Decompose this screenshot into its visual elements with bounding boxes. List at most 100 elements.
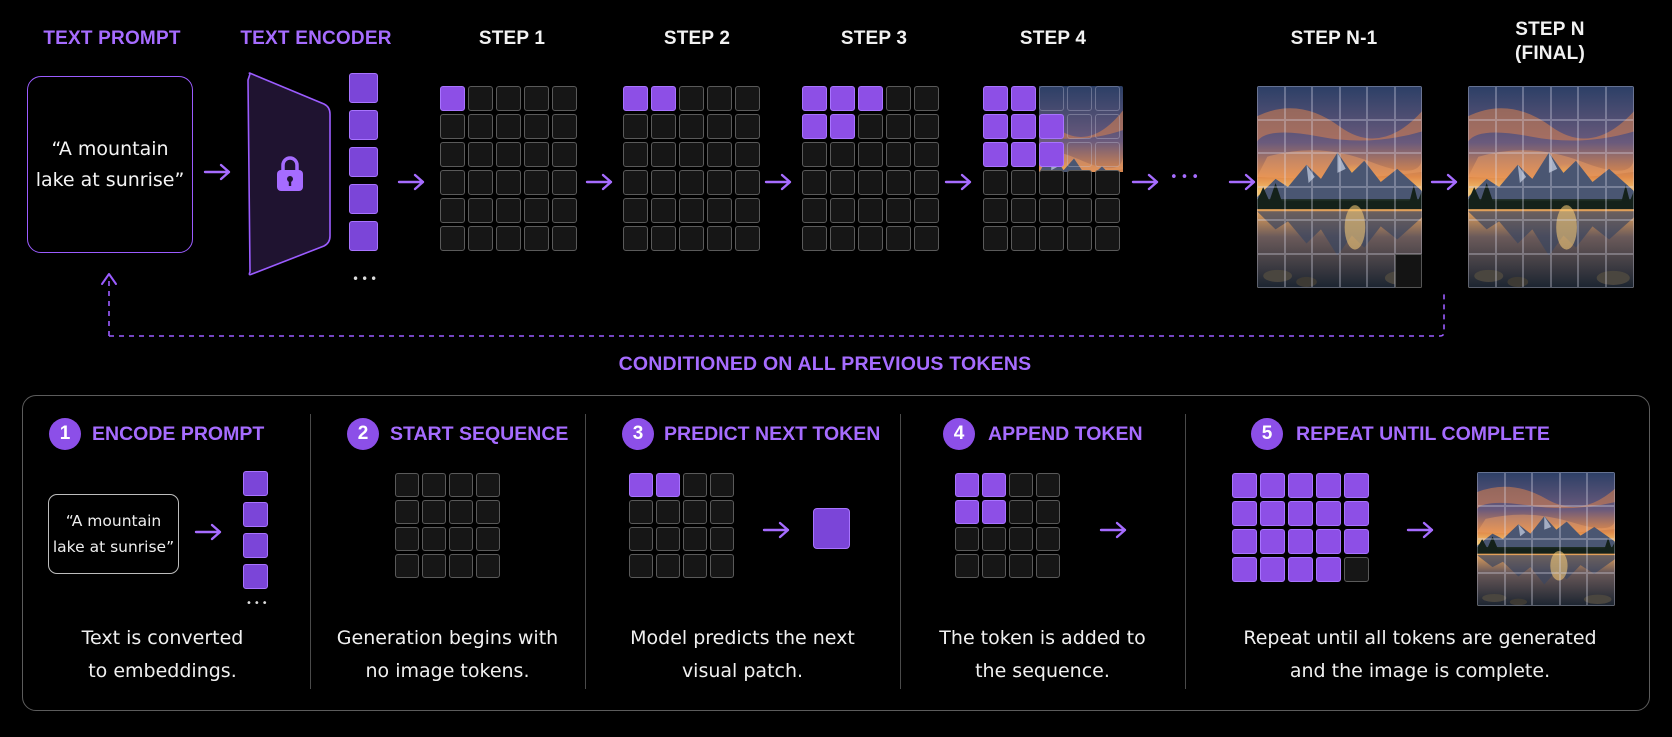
token-cell [1260,501,1285,526]
steps-panel [22,395,1650,711]
empty-cell [886,86,911,111]
empty-cell [707,114,732,139]
empty-cell [496,226,521,251]
token-cell [1316,557,1341,582]
empty-cell [623,114,648,139]
image-patch [1504,472,1533,506]
empty-cell [524,170,549,195]
arrow-right-icon [203,162,233,182]
image-patch [1468,119,1496,154]
image-patch [1587,505,1615,539]
empty-cell [1039,198,1064,223]
image-patch [1550,220,1579,254]
empty-cell [623,142,648,167]
token-cell [629,473,653,497]
image-patch [1394,220,1422,254]
empty-cell [476,500,500,524]
step-1-grid [440,86,577,251]
header-text-prompt: TEXT PROMPT [43,28,181,49]
image-patch [1532,572,1560,606]
empty-cell [1009,473,1033,497]
mini-prompt-line-2: lake at sunrise” [52,538,175,556]
append-grid [955,473,1060,578]
token-cell [1011,86,1036,111]
complete-image-overlay [1477,472,1615,606]
step-1-desc-line-1: Text is converted [81,627,244,649]
step-4-badge: 4 [943,418,975,450]
image-patch [1477,472,1505,506]
empty-cell [623,226,648,251]
empty-cell [683,554,707,578]
empty-cell [886,226,911,251]
image-patch [1605,86,1634,120]
empty-cell [1036,473,1060,497]
empty-cell [524,198,549,223]
empty-cell [422,473,446,497]
token-cell [1288,473,1313,498]
image-patch [1394,86,1422,120]
token-cell [1316,473,1341,498]
header-step-4: STEP 4 [1019,28,1087,49]
empty-cell [468,114,493,139]
empty-cell [1011,226,1036,251]
image-patch [1504,539,1533,573]
image-patch [1559,472,1588,506]
token-cell [802,114,827,139]
image-patch [1587,539,1615,573]
image-patch [1532,472,1560,506]
empty-cell [710,554,734,578]
step-5-desc-line-1: Repeat until all tokens are generated [1243,627,1597,649]
header-step-n: STEP N (FINAL) [1480,18,1620,66]
token-cell [1232,557,1257,582]
empty-cell [552,142,577,167]
image-patch [1605,186,1634,221]
conditioning-label: CONDITIONED ON ALL PREVIOUS TOKENS [618,353,1032,375]
image-patch [1339,153,1367,187]
image-patch [1339,186,1367,221]
prompt-line-1: “A mountain [51,137,169,160]
empty-cell [623,198,648,223]
image-patch [1495,119,1524,154]
embedding-token [349,147,378,177]
image-patch [1367,220,1395,254]
image-patch [1495,153,1524,187]
image-patch [1367,119,1395,154]
empty-cell [802,226,827,251]
empty-cell [629,554,653,578]
image-patch [1559,539,1588,573]
empty-cell [1067,170,1092,195]
token-cell [1288,557,1313,582]
empty-cell [1039,86,1064,111]
embedding-token [349,221,378,251]
image-patch [1367,186,1395,221]
step-n-final-image [1468,86,1634,288]
step-3-grid [802,86,939,251]
empty-cell [552,114,577,139]
empty-cell [476,554,500,578]
token-cell [858,86,883,111]
empty-cell [496,142,521,167]
empty-cell [710,500,734,524]
image-patch [1257,119,1285,154]
image-patch [1550,153,1579,187]
empty-cell [1009,500,1033,524]
empty-cell [679,114,704,139]
step-5-description: Repeat until all tokens are generated an… [1215,622,1625,688]
empty-cell [1011,198,1036,223]
empty-cell [707,86,732,111]
image-patch [1495,86,1524,120]
empty-cell [1095,86,1120,111]
empty-cell [983,198,1008,223]
empty-cell [914,114,939,139]
arrow-right-icon [585,172,615,192]
empty-cell [735,142,760,167]
empty-cell [623,170,648,195]
empty-cell [440,142,465,167]
arrow-right-icon [944,172,974,192]
empty-cell [955,527,979,551]
empty-cell [735,198,760,223]
image-patch [1504,505,1533,539]
image-patch [1550,186,1579,221]
image-patch [1578,186,1606,221]
image-patch [1605,119,1634,154]
